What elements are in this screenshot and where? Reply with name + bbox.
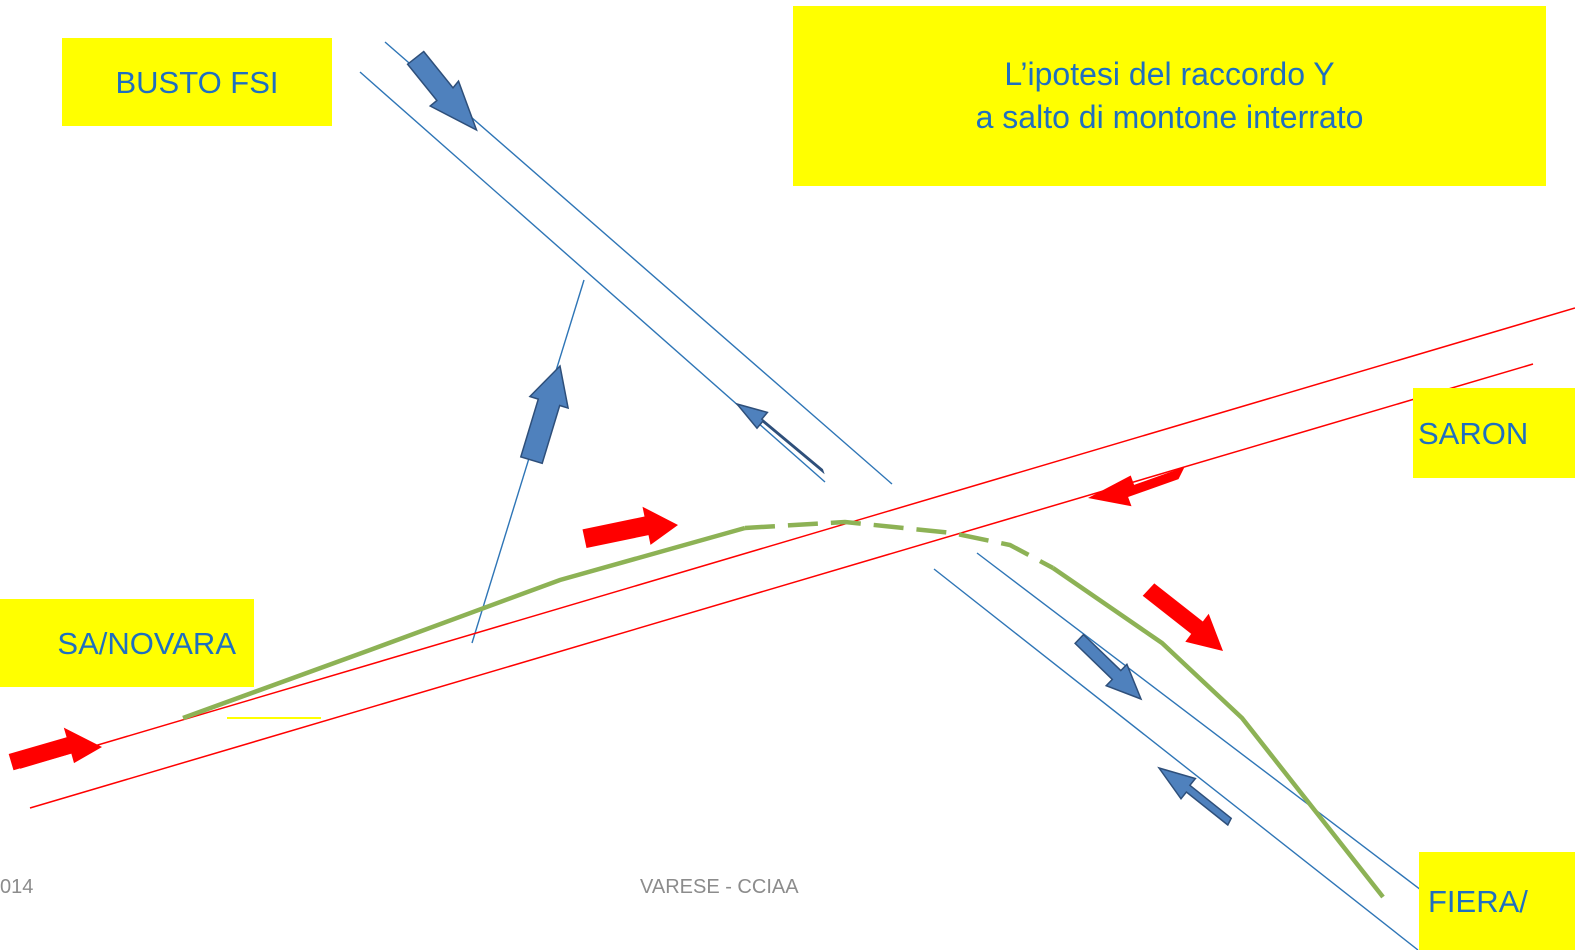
footer-center-text: VARESE - CCIAA: [640, 876, 799, 898]
blue-arrow-up-left-low: [1157, 766, 1233, 827]
label-fiera: FIERA/: [1419, 852, 1575, 950]
red-track-1: [19, 307, 1575, 769]
green-link-tunnel-dashed: [744, 519, 1055, 570]
blue-arrow-down-right-mid: [1074, 633, 1143, 701]
blue-arrow-up-right: [519, 364, 570, 465]
title-line-2: a salto di montone interrato: [975, 99, 1364, 135]
green-link-right: [1051, 566, 1385, 899]
footer-date: 014: [0, 876, 34, 898]
red-arrow-down-right: [1142, 583, 1223, 651]
green-link-left: [182, 525, 746, 721]
red-arrow-middle: [582, 506, 678, 548]
label-novara: SA/NOVARA: [0, 599, 254, 687]
label-saronno-text: SARON: [1418, 415, 1529, 451]
label-novara-text: SA/NOVARA: [57, 625, 236, 661]
red-arrow-bottom-left: [8, 727, 103, 771]
blue-track-lower-1: [933, 568, 1419, 950]
title-box: L’ipotesi del raccordo Y a salto di mont…: [793, 6, 1546, 186]
blue-arrow-up-left: [734, 402, 825, 475]
title-line-1: L’ipotesi del raccordo Y: [1004, 55, 1335, 92]
label-busto-fsi: BUSTO FSI: [62, 38, 332, 126]
red-track-2: [29, 363, 1534, 809]
blue-branch-line: [471, 279, 585, 644]
label-busto-text: BUSTO FSI: [115, 64, 279, 100]
blue-track-lower-2: [976, 552, 1501, 950]
red-arrow-right-left: [1088, 466, 1185, 507]
label-saronno: SARON: [1413, 388, 1575, 478]
label-fiera-text: FIERA/: [1428, 883, 1528, 919]
blue-arrow-down-right-top: [406, 50, 478, 132]
